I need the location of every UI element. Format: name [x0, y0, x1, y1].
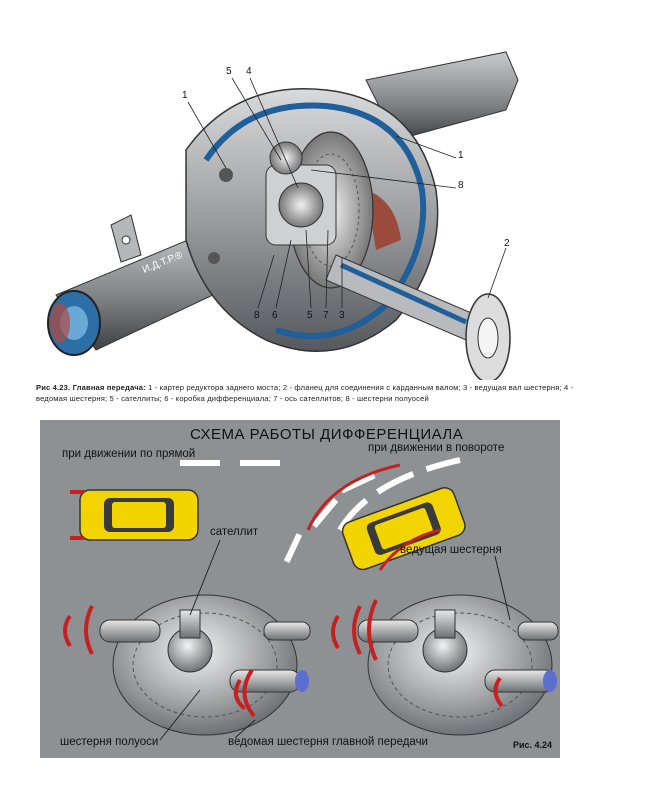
callout-5-bottom: 5 [307, 310, 313, 321]
callout-5-top: 5 [226, 66, 232, 77]
differential-scheme-illustration [63, 457, 559, 741]
figure-caption: Рис 4.23. Главная передача: 1 - картер р… [36, 382, 596, 404]
callout-8-right: 8 [458, 180, 464, 191]
final-drive-illustration: И.Д.Т.Р.® [47, 51, 519, 383]
straight-motion-label: при движении по прямой [62, 448, 196, 460]
caption-title: Главная передача: [72, 383, 146, 392]
caption-text: 1 - картер редуктора заднего моста; 2 - … [36, 383, 574, 403]
driving-gear-label: ведущая шестерня [400, 544, 502, 556]
callout-4: 4 [246, 66, 252, 77]
turn-motion-label: при движении в повороте [368, 442, 505, 454]
callout-8-bottom: 8 [254, 310, 260, 321]
caption-label: Рис 4.23. [36, 383, 71, 392]
differential-scheme-figure: СХЕМА РАБОТЫ ДИФФЕРЕНЦИАЛА при движении … [40, 420, 560, 758]
callout-1-top: 1 [182, 90, 188, 101]
scheme-title: СХЕМА РАБОТЫ ДИФФЕРЕНЦИАЛА [190, 426, 464, 443]
axle-gear-label: шестерня полуоси [60, 736, 159, 748]
satellite-label: сателлит [210, 526, 259, 538]
callout-3: 3 [339, 310, 345, 321]
callout-1-right: 1 [458, 150, 464, 161]
callout-6: 6 [272, 310, 278, 321]
callout-2: 2 [504, 238, 510, 249]
figure-number: Рис. 4.24 [512, 740, 552, 750]
driven-gear-label: ведомая шестерня главной передачи [228, 736, 428, 748]
final-drive-cutaway-figure: И.Д.Т.Р.® 1 5 4 1 8 2 8 6 5 7 3 [36, 40, 536, 383]
callout-7: 7 [323, 310, 329, 321]
